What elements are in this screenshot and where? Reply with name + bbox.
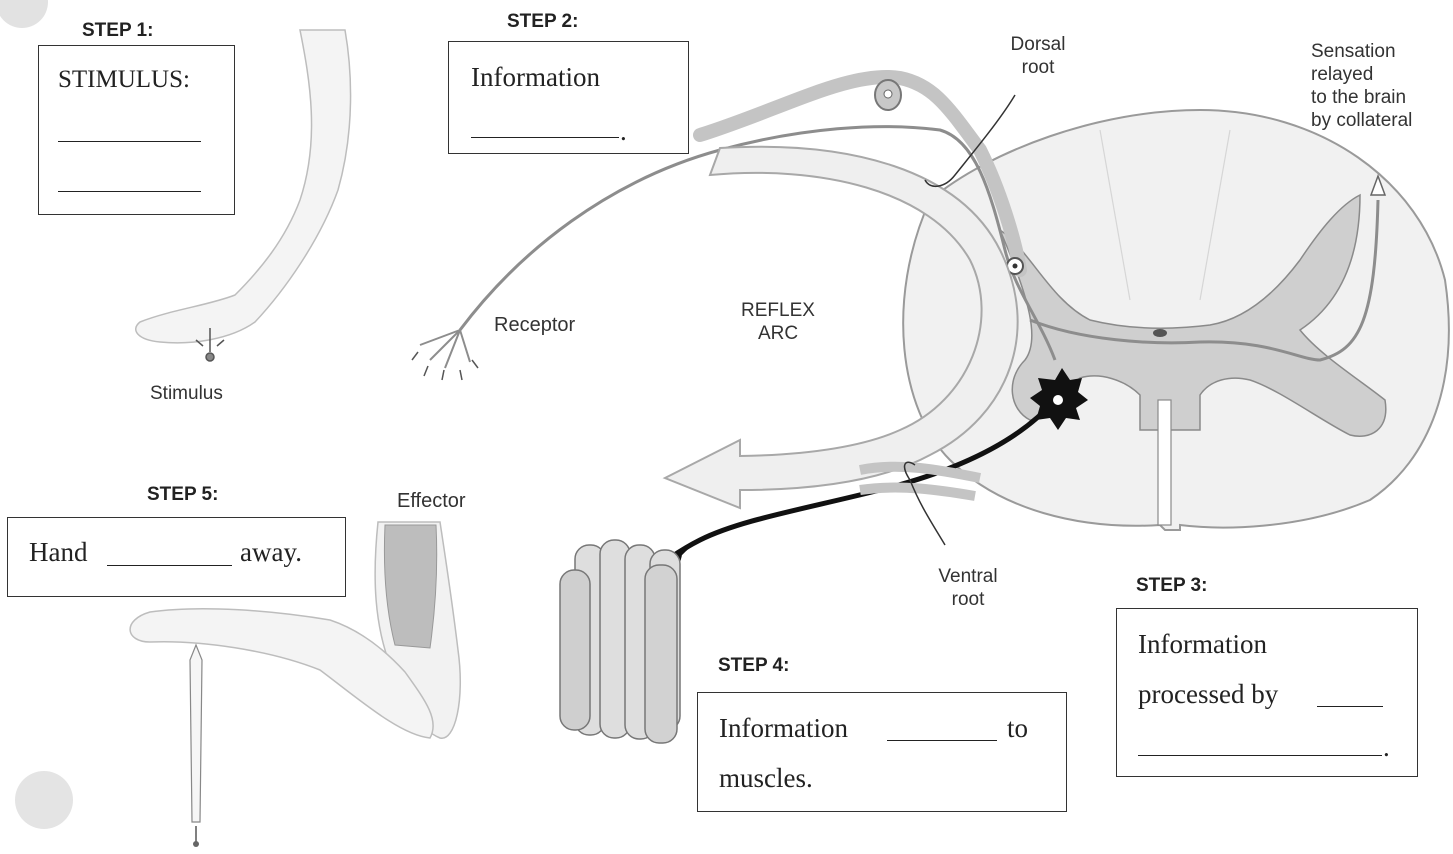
stimulus-label: STIMULUS: [58, 66, 190, 94]
binder-hole-top [0, 0, 48, 28]
step-3-period: . [1383, 732, 1390, 763]
stimulus-blank-1[interactable] [58, 141, 201, 142]
step-3-text-line2: processed by [1138, 679, 1278, 710]
reflex-arc-label: REFLEX ARC [733, 299, 823, 345]
step-5-blank[interactable] [107, 565, 232, 566]
effector-label: Effector [397, 490, 466, 513]
step-4-heading: STEP 4: [718, 655, 789, 677]
dorsal-root-label-line1: Dorsal [1003, 33, 1073, 56]
binder-hole-bottom [15, 771, 73, 829]
step-2-box: Information . [448, 41, 689, 154]
step-5-box: Hand away. [7, 517, 346, 597]
ventral-root [860, 467, 980, 496]
step-3-text-line1: Information [1138, 629, 1267, 660]
step-4-box: Information to muscles. [697, 692, 1067, 812]
ventral-root-label: Ventral root [928, 565, 1008, 611]
ventral-root-label-line2: root [928, 588, 1008, 611]
dorsal-root-label: Dorsal root [1003, 33, 1073, 79]
sensation-label-line2: relayed [1311, 63, 1412, 86]
step-1-box: STIMULUS: [38, 45, 235, 215]
step-2-period: . [620, 116, 627, 147]
step-2-blank[interactable] [471, 137, 619, 138]
ventral-root-label-line1: Ventral [928, 565, 1008, 588]
reflex-arc-label-line2: ARC [733, 322, 823, 345]
muscle-bundle-illustration [560, 540, 680, 743]
receptor-label: Receptor [494, 314, 575, 337]
withdraw-arrow-icon [190, 645, 202, 847]
step-4-text-line2: muscles. [719, 763, 813, 794]
step-5-text-start: Hand [29, 537, 87, 568]
step-3-blank-1[interactable] [1317, 706, 1383, 707]
step-3-box: Information processed by . [1116, 608, 1418, 777]
dorsal-root-label-line2: root [1003, 56, 1073, 79]
step-4-text-to: to [1007, 713, 1028, 744]
stimulus-caption: Stimulus [150, 383, 223, 405]
step-3-blank-2[interactable] [1138, 755, 1382, 756]
stimulus-blank-2[interactable] [58, 191, 201, 192]
step-1-heading: STEP 1: [82, 20, 153, 42]
sensation-label: Sensation relayed to the brain by collat… [1311, 40, 1412, 132]
step-5-text-end: away. [240, 537, 302, 568]
sensation-label-line3: to the brain [1311, 86, 1412, 109]
reflex-arc-label-line1: REFLEX [733, 299, 823, 322]
sensation-label-line4: by collateral [1311, 109, 1412, 132]
step-2-text: Information [471, 62, 600, 93]
step-2-heading: STEP 2: [507, 11, 578, 33]
step-5-heading: STEP 5: [147, 484, 218, 506]
step-3-heading: STEP 3: [1136, 575, 1207, 597]
step-4-text-start: Information [719, 713, 848, 744]
step-4-blank[interactable] [887, 740, 997, 741]
sensation-label-line1: Sensation [1311, 40, 1412, 63]
